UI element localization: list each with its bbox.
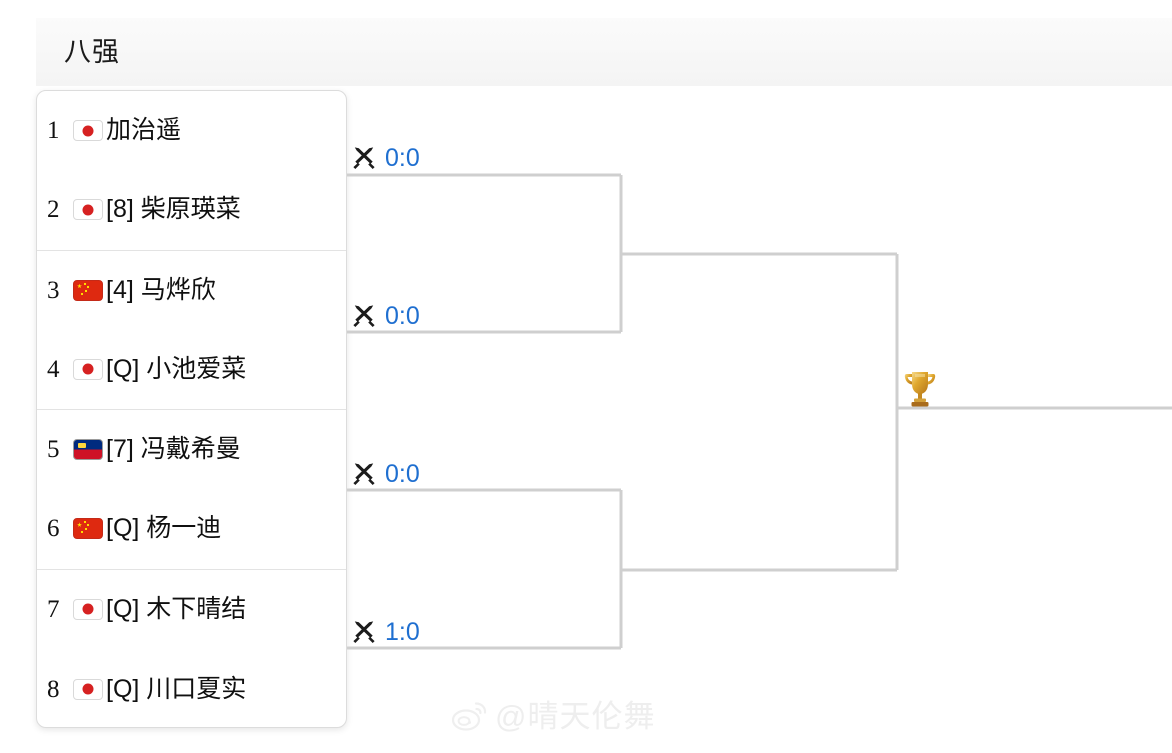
china-flag	[73, 518, 103, 540]
player-label: 木下晴结	[146, 594, 247, 623]
player-label: 川口夏实	[146, 674, 247, 703]
trophy-icon	[904, 372, 936, 407]
crossed-swords-icon	[353, 305, 375, 327]
seed-number: 3	[47, 276, 60, 304]
player-tag: [Q]	[106, 594, 140, 623]
round-header: 八强	[36, 18, 1172, 86]
list-item[interactable]: 7 [Q] 木下晴结	[37, 584, 346, 634]
player-tag: [Q]	[106, 514, 140, 543]
match-node-qf-4[interactable]: 1:0	[351, 616, 420, 648]
player-name: [Q] 杨一迪	[106, 516, 221, 541]
player-name: [4] 马烨欣	[106, 275, 216, 304]
player-label: 加治遥	[106, 116, 182, 145]
match-score: 0:0	[385, 459, 420, 488]
player-label: 冯戴希曼	[140, 435, 241, 464]
player-name: 加治遥	[106, 118, 181, 143]
player-name: [8] 柴原瑛菜	[106, 197, 241, 222]
players-list-card: 1 加治遥 2 [8] 柴原瑛菜 3 [4] 马烨欣 4 [Q] 小池爱菜	[36, 90, 347, 728]
seed-number: 2	[47, 196, 60, 224]
japan-flag	[73, 120, 103, 142]
japan-flag	[73, 358, 103, 380]
china-flag	[73, 279, 103, 301]
list-item[interactable]: 4 [Q] 小池爱菜	[37, 344, 346, 394]
player-tag: [7]	[106, 435, 134, 464]
player-name: [Q] 川口夏实	[106, 674, 247, 703]
player-pair: 3 [4] 马烨欣 4 [Q] 小池爱菜	[37, 251, 346, 410]
match-node-qf-3[interactable]: 0:0	[351, 458, 420, 490]
player-pair: 5 [7] 冯戴希曼 6 [Q] 杨一迪	[37, 410, 346, 570]
japan-flag	[73, 678, 103, 700]
list-item[interactable]: 8 [Q] 川口夏实	[37, 664, 346, 714]
seed-number: 6	[47, 515, 60, 543]
player-tag: [4]	[106, 275, 134, 304]
player-pair: 1 加治遥 2 [8] 柴原瑛菜	[37, 91, 346, 251]
player-label: 杨一迪	[146, 514, 222, 543]
list-item[interactable]: 3 [4] 马烨欣	[37, 265, 346, 315]
list-item[interactable]: 5 [7] 冯戴希曼	[37, 425, 346, 475]
crossed-swords-icon	[353, 621, 375, 643]
seed-number: 4	[47, 355, 60, 383]
match-score: 0:0	[385, 301, 420, 330]
list-item[interactable]: 1 加治遥	[37, 106, 346, 156]
list-item[interactable]: 2 [8] 柴原瑛菜	[37, 185, 346, 235]
seed-number: 8	[47, 675, 60, 703]
player-name: [Q] 小池爱菜	[106, 354, 247, 383]
seed-number: 7	[47, 595, 60, 623]
japan-flag	[73, 199, 103, 221]
player-tag: [Q]	[106, 674, 140, 703]
list-item[interactable]: 6 [Q] 杨一迪	[37, 504, 346, 554]
player-name: [7] 冯戴希曼	[106, 437, 241, 462]
seed-number: 1	[47, 117, 60, 145]
player-tag: [Q]	[106, 354, 140, 383]
watermark: @晴天伦舞	[452, 700, 655, 733]
crossed-swords-icon	[353, 463, 375, 485]
match-node-qf-1[interactable]: 0:0	[351, 142, 420, 174]
player-pair: 7 [Q] 木下晴结 8 [Q] 川口夏实	[37, 570, 346, 728]
weibo-logo-icon	[452, 702, 487, 731]
crossed-swords-icon	[353, 147, 375, 169]
player-tag: [8]	[106, 195, 134, 224]
player-name: [Q] 木下晴结	[106, 594, 247, 623]
match-node-qf-2[interactable]: 0:0	[351, 300, 420, 332]
page-title: 八强	[64, 36, 120, 67]
player-label: 马烨欣	[140, 275, 216, 304]
player-label: 小池爱菜	[146, 354, 247, 383]
player-label: 柴原瑛菜	[140, 195, 241, 224]
watermark-text: @晴天伦舞	[495, 699, 656, 734]
seed-number: 5	[47, 436, 60, 464]
match-score: 0:0	[385, 143, 420, 172]
match-score: 1:0	[385, 617, 420, 646]
liechtenstein-flag	[73, 439, 103, 461]
japan-flag	[73, 598, 103, 620]
